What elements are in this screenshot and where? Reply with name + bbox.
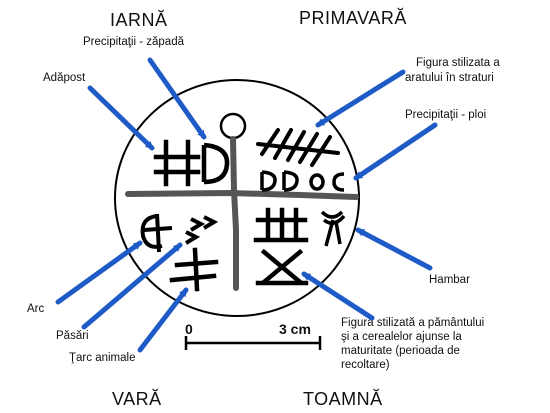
sign-rain [260,170,345,192]
label-snow: Precipitaţii - zăpadă [83,36,184,48]
scale-start: 0 [185,321,193,337]
label-birds: Păsări [56,330,89,342]
arrow-birds [81,242,183,330]
label-enclosure: Ţarc animale [69,352,136,364]
sign-plough [256,128,340,167]
arrow-shelter [87,85,155,151]
arrow-rain [353,122,438,181]
arrow-enclosure [137,287,189,353]
sign-birds [184,215,219,245]
tablet-hole [219,112,247,140]
label-harvest-line3: maturitate (perioada de [341,345,460,357]
label-bow: Arc [27,303,45,315]
season-summer: VARĂ [112,389,162,409]
arrow-harvest [301,271,375,321]
label-plough-line2: aratului în straturi [405,72,494,84]
arrow-snow [147,57,207,140]
sign-bow [140,213,173,253]
sign-harvest [253,207,309,286]
horizontal-divider [125,189,359,200]
label-harvest-line4: recoltare) [341,359,390,371]
season-winter: IARNĂ [110,10,168,30]
label-shelter: Adăpost [43,72,86,84]
label-barn: Hambar [429,274,470,286]
label-plough-line1: Figura stilizata a [416,57,500,69]
arrow-plough [315,69,406,128]
scale-bar [184,336,322,350]
arrow-bow [55,240,143,305]
sign-enclosure [169,247,219,292]
sign-snow [201,142,230,185]
season-spring: PRIMAVARĂ [299,8,407,28]
sign-shelter [153,139,201,187]
clay-tablet [114,79,360,317]
arrow-barn [355,227,433,271]
label-rain: Precipitaţii - ploi [405,109,487,121]
label-harvest-line2: şi a cerealelor ajunse la [341,331,462,343]
season-autumn: TOAMNĂ [303,389,383,409]
vertical-divider [230,136,239,291]
label-harvest-line1: Figura stilizată a pământului [341,317,485,329]
sign-barn [320,210,346,247]
scale-end: 3 cm [279,321,311,337]
